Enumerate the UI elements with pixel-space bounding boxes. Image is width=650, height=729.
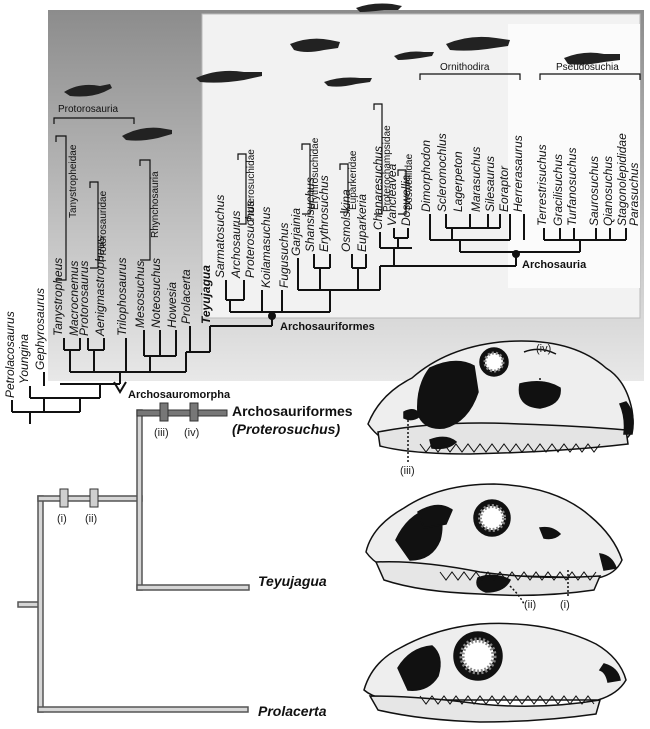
character-i-label: (i) xyxy=(57,513,67,525)
taxon-label-scleromochlus: Scleromochlus xyxy=(435,133,449,212)
node-archosauromorpha: Archosauromorpha xyxy=(128,389,231,401)
skull-marker-iv: (iv) xyxy=(536,343,551,355)
proterosuchid-silhouette xyxy=(196,70,262,83)
taxon-label-osmolskina: Osmolskina xyxy=(339,189,353,252)
taxon-label-trilophosaurus: Trilophosaurus xyxy=(115,258,129,336)
ornithodiran-silhouette xyxy=(446,36,510,51)
taxon-label-garjainia: Garjainia xyxy=(289,208,303,256)
clade-ornithodira: Ornithodira xyxy=(440,62,490,73)
node-archosauriformes: Archosauriformes xyxy=(280,321,375,333)
character-markers xyxy=(59,402,199,508)
clade-tanystropheidae: Tanystropheidae xyxy=(68,144,79,218)
lower-tree: (i) (ii) (iii) (iv) Archosauriformes (Pr… xyxy=(17,402,353,719)
lower-tree-branches xyxy=(17,409,250,713)
pseudosuchian-silhouette xyxy=(564,52,620,65)
taxon-label-petrolacosaurus: Petrolacosaurus xyxy=(3,311,17,398)
taxon-label-erythrosuchus: Erythrosuchus xyxy=(317,175,331,252)
clade-proterochampsidae: Proterochampsidae xyxy=(382,125,393,212)
taxon-label-turfanosuchus: Turfanosuchus xyxy=(565,148,579,227)
archosauriformes-branch xyxy=(136,409,228,417)
taxon-label-gephyrosaurus: Gephyrosaurus xyxy=(33,288,47,370)
archosauriformes-node-dot xyxy=(268,312,276,320)
taxon-label-doswellia: Doswellia xyxy=(399,174,413,226)
skull-proterosuchus xyxy=(367,340,634,462)
taxon-label-proterosuchus: Proterosuchus xyxy=(243,201,257,278)
taxon-label-prolacerta: Prolacerta xyxy=(179,269,193,324)
skull-marker-i: (i) xyxy=(560,599,570,611)
node-archosauria: Archosauria xyxy=(522,259,587,271)
doswelliid-silhouette xyxy=(394,51,434,60)
character-ii-label: (ii) xyxy=(85,513,97,525)
taxon-label-shansisuchus: Shansisuchus xyxy=(303,177,317,252)
clade-doswelliidae: Doswelliidae xyxy=(404,153,415,210)
skull-marker-ii: (ii) xyxy=(524,599,536,611)
clade-labels: Protorosauria Tanystropheidae Protorosau… xyxy=(58,62,619,262)
taxon-label-qianosuchus: Qianosuchus xyxy=(601,156,615,226)
taxon-label-terrestrisuchus: Terrestrisuchus xyxy=(535,144,549,226)
cladogram-lines xyxy=(11,214,627,424)
taxon-label-macrocnemus: Macrocnemus xyxy=(67,261,81,336)
clade-erythrosuchidae: Erythrosuchidae xyxy=(310,137,321,210)
taxon-label-stagonolepididae: Stagonolepididae xyxy=(615,133,629,226)
protorosaur-silhouette xyxy=(64,84,112,97)
taxon-label-dimorphodon: Dimorphodon xyxy=(419,140,433,212)
taxon-label-noteosuchus: Noteosuchus xyxy=(149,258,163,328)
taxon-label-silesaurus: Silesaurus xyxy=(483,156,497,212)
clade-brackets xyxy=(53,73,641,281)
clade-rhynchosauria: Rhynchosauria xyxy=(150,171,161,238)
euparkeriid-silhouette xyxy=(324,77,372,87)
clade-protorosauria: Protorosauria xyxy=(58,104,118,115)
skull-prolacerta xyxy=(363,622,627,723)
taxon-label-tanystropheus: Tanystropheus xyxy=(51,258,65,336)
taxon-label-herrerasaurus: Herrerasaurus xyxy=(511,135,525,212)
taxon-label-teyujagua: Teyujagua xyxy=(199,265,213,324)
archosauromorpha-node-mark xyxy=(113,381,127,394)
character-iii-label: (iii) xyxy=(154,427,169,439)
label-proterosuchus: (Proterosuchus) xyxy=(232,421,340,437)
taxon-label-aenigmastropheus: Aenigmastropheus xyxy=(93,236,107,337)
character-iv-label: (iv) xyxy=(184,427,199,439)
taxon-label-archosaurus: Archosaurus xyxy=(229,211,243,279)
taxon-label-eoraptor: Eoraptor xyxy=(497,165,511,212)
clade-euparkeridae: Euparkeridae xyxy=(348,150,359,210)
taxon-label-euparkeria: Euparkeria xyxy=(355,194,369,252)
clade-pseudosuchia: Pseudosuchia xyxy=(556,62,619,73)
taxon-label-marasuchus: Marasuchus xyxy=(469,147,483,212)
skull-marker-iii: (iii) xyxy=(400,465,415,477)
taxon-label-protorosaurus: Protorosaurus xyxy=(77,261,91,336)
erythrosuchid-silhouette xyxy=(290,38,340,52)
taxon-silhouettes xyxy=(64,3,620,141)
taxon-label-sarmatosuchus: Sarmatosuchus xyxy=(213,195,227,278)
skull-teyujagua xyxy=(365,483,623,605)
taxon-label-fugusuchus: Fugusuchus xyxy=(277,223,291,288)
taxon-label-koilamasuchus: Koilamasuchus xyxy=(259,207,273,288)
taxon-label-howesia: Howesia xyxy=(165,282,179,328)
taxon-label-mesosuchus: Mesosuchus xyxy=(133,261,147,328)
taxon-label-parasuchus: Parasuchus xyxy=(627,163,641,226)
clade-protorosauridae: Protorosauridae xyxy=(98,190,109,262)
proterochampsid-silhouette xyxy=(356,3,402,12)
taxon-label-lagerpeton: Lagerpeton xyxy=(451,151,465,212)
label-prolacerta: Prolacerta xyxy=(258,703,327,719)
taxon-label-chanaresuchus: Chanaresuchus xyxy=(371,146,385,230)
archosauria-panel xyxy=(508,24,640,288)
clade-proterosuchidae: Proterosuchidae xyxy=(246,149,257,222)
rhynchosaur-silhouette xyxy=(122,127,172,141)
taxon-label-youngina: Youngina xyxy=(17,334,31,384)
label-archosauriformes: Archosauriformes xyxy=(232,403,353,419)
taxon-label-vancleavea: Vancleavea xyxy=(385,163,399,226)
archosauria-node-dot xyxy=(512,250,520,258)
taxon-label-saurosuchus: Saurosuchus xyxy=(587,156,601,226)
label-teyujagua: Teyujagua xyxy=(258,573,327,589)
taxon-label-gracilisuchus: Gracilisuchus xyxy=(551,154,565,226)
